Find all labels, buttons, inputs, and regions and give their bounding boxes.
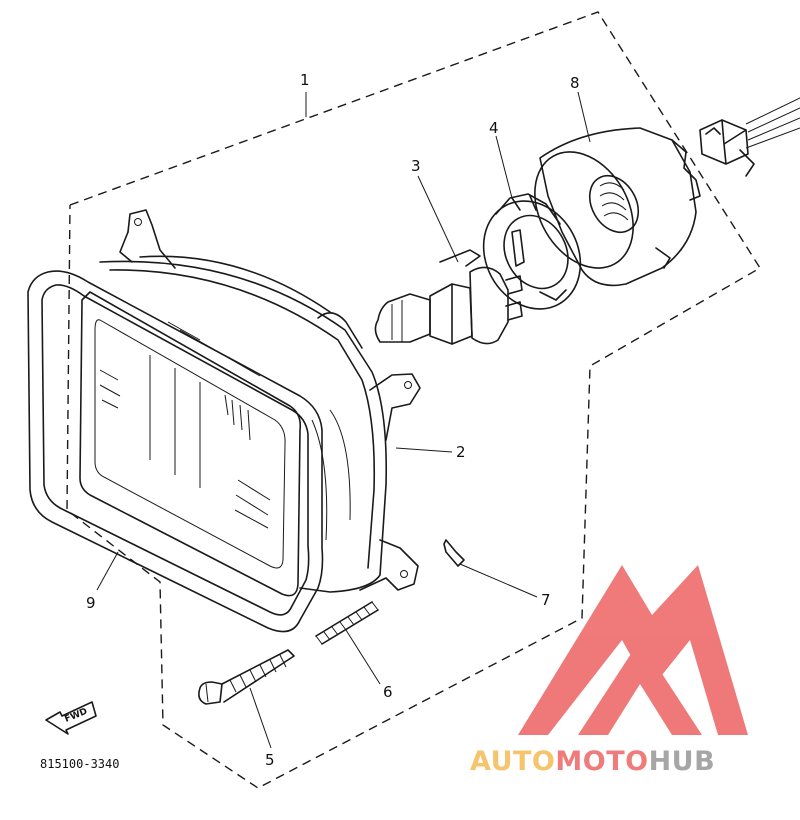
- bulb-retainer-ring: [482, 193, 582, 310]
- clip: [443, 539, 465, 567]
- fwd-arrow: FWD: [45, 701, 97, 735]
- headlight-housing: [99, 209, 421, 593]
- logo-inner-triangle: [578, 640, 702, 735]
- watermark-moto: MOTO: [555, 746, 648, 777]
- callout-9: 9: [86, 594, 96, 612]
- halogen-bulb: [374, 249, 523, 345]
- headlight-rim: [27, 270, 324, 633]
- automotohub-watermark: AUTOMOTOHUB: [470, 565, 748, 777]
- leader-7: [459, 563, 538, 598]
- leader-6: [345, 629, 381, 685]
- watermark-hub: HUB: [649, 746, 716, 777]
- callout-7: 7: [541, 591, 551, 609]
- socket-cover: [534, 127, 701, 287]
- leader-9: [96, 551, 119, 591]
- leader-5: [249, 687, 272, 749]
- callout-6: 6: [383, 683, 393, 701]
- callout-2: 2: [456, 443, 466, 461]
- leader-3: [417, 175, 459, 263]
- fwd-arrow-label: FWD: [63, 707, 89, 725]
- leader-2: [395, 447, 453, 453]
- callout-8: 8: [570, 74, 580, 92]
- callout-1: 1: [300, 71, 310, 89]
- assembly-boundary: [66, 11, 761, 789]
- callout-4: 4: [489, 119, 499, 137]
- callout-3: 3: [411, 157, 421, 175]
- watermark-auto: AUTO: [470, 746, 555, 777]
- wire-connector: [699, 97, 800, 177]
- leader-4: [495, 135, 513, 199]
- adjusting-screw: [198, 649, 295, 705]
- watermark-wordmark: AUTOMOTOHUB: [470, 746, 715, 777]
- spring: [315, 601, 379, 645]
- automotohub-logo-icon: [518, 565, 748, 735]
- logo-outer-triangle: [518, 565, 748, 735]
- callout-5: 5: [265, 751, 275, 769]
- drawing-part-number: 815100-3340: [40, 757, 119, 771]
- leader-8: [577, 91, 591, 143]
